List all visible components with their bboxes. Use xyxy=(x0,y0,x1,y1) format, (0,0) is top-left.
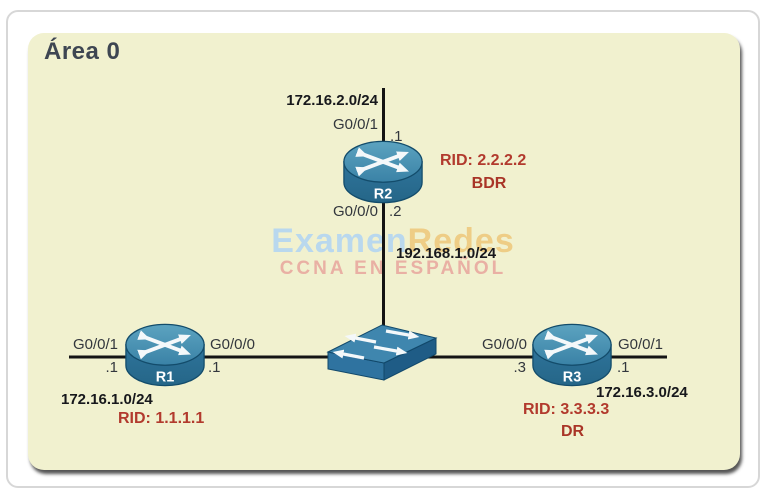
r1-network: 172.16.1.0/24 xyxy=(61,391,153,408)
router-name: R3 xyxy=(563,369,581,385)
r1-interface-right: G0/0/0 xyxy=(210,336,256,353)
router-name: R2 xyxy=(374,186,392,202)
area-title: Área 0 xyxy=(44,38,121,65)
r3-interface-right: G0/0/1 xyxy=(618,336,664,353)
r1-ip-left: .1 xyxy=(105,359,118,376)
r3-ip-left: .3 xyxy=(513,359,526,376)
router-icon: R1 xyxy=(122,321,208,389)
r3-network: 172.16.3.0/24 xyxy=(596,384,688,401)
lan-network: 192.168.1.0/24 xyxy=(396,245,497,262)
router-icon: R2 xyxy=(340,138,426,206)
r2-role-badge: BDR xyxy=(471,175,507,192)
r3-role-badge: DR xyxy=(560,423,585,440)
r2-network: 172.16.2.0/24 xyxy=(286,92,378,109)
r3-interface-left: G0/0/0 xyxy=(481,336,527,353)
r3-ip-right: .1 xyxy=(617,359,630,376)
r2-interface-bottom: G0/0/0 xyxy=(332,203,378,220)
switch-icon xyxy=(326,319,438,381)
r2-ip-top: .1 xyxy=(390,128,403,145)
r3-rid: RID: 3.3.3.3 xyxy=(523,401,610,418)
r1-rid: RID: 1.1.1.1 xyxy=(118,410,205,427)
r2-interface-top: G0/0/1 xyxy=(332,116,378,133)
r2-ip-bottom: .2 xyxy=(389,203,402,220)
r2-rid: RID: 2.2.2.2 xyxy=(440,152,527,169)
r1-ip-right: .1 xyxy=(208,359,221,376)
router-name: R1 xyxy=(156,369,174,385)
router-icon: R3 xyxy=(529,321,615,389)
r1-interface-left: G0/0/1 xyxy=(72,336,118,353)
